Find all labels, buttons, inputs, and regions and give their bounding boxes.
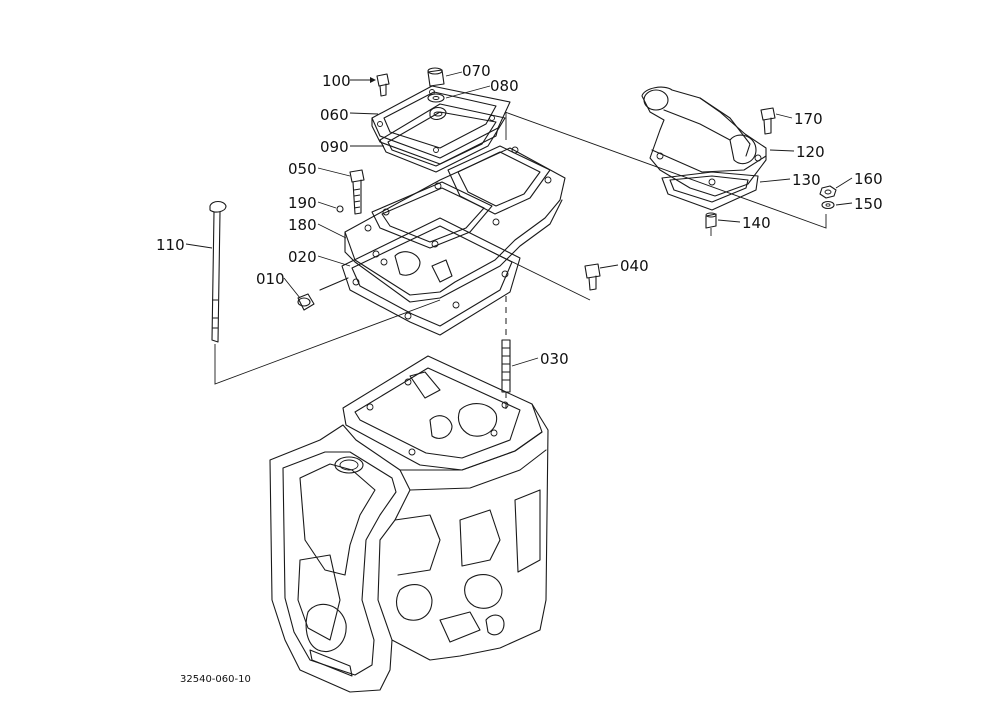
- label-150: 150: [854, 195, 883, 213]
- nut-160[interactable]: [819, 185, 837, 199]
- gasket-020[interactable]: [341, 217, 521, 336]
- plug-010[interactable]: [297, 293, 315, 311]
- assembly-lines: [214, 111, 827, 412]
- gasket-130[interactable]: [661, 171, 759, 211]
- label-090: 090: [320, 138, 349, 156]
- cover-060[interactable]: [371, 85, 511, 165]
- breather-plug-070[interactable]: [427, 67, 447, 121]
- label-040: 040: [620, 257, 649, 275]
- transmission-case[interactable]: [269, 355, 549, 693]
- stud-030[interactable]: [501, 339, 511, 393]
- washer-150[interactable]: [821, 200, 835, 210]
- bolt-050[interactable]: [349, 169, 365, 215]
- bolt-170[interactable]: [760, 107, 776, 135]
- label-030: 030: [540, 350, 569, 368]
- gasket-090[interactable]: [379, 103, 506, 173]
- label-070: 070: [462, 62, 491, 80]
- callouts: 100 070 080 060 090 050 190 180 110 020 …: [156, 62, 883, 368]
- label-120: 120: [796, 143, 825, 161]
- pin-140[interactable]: [705, 212, 717, 229]
- label-010: 010: [256, 270, 285, 288]
- label-110: 110: [156, 236, 185, 254]
- label-140: 140: [742, 214, 771, 232]
- label-100: 100: [322, 72, 351, 90]
- drawing-code: 32540-060-10: [180, 674, 251, 685]
- leader-lines: [185, 71, 853, 367]
- bolt-100[interactable]: [376, 73, 390, 97]
- label-160: 160: [854, 170, 883, 188]
- label-190: 190: [288, 194, 317, 212]
- label-020: 020: [288, 248, 317, 266]
- washer-080[interactable]: [427, 93, 445, 103]
- label-170: 170: [794, 110, 823, 128]
- label-130: 130: [792, 171, 821, 189]
- bolt-040[interactable]: [584, 263, 601, 291]
- label-060: 060: [320, 106, 349, 124]
- ball-190[interactable]: [336, 205, 344, 213]
- label-180: 180: [288, 216, 317, 234]
- transmission-cover-180[interactable]: [319, 145, 566, 303]
- label-050: 050: [288, 160, 317, 178]
- label-080: 080: [490, 77, 519, 95]
- housing-120[interactable]: [641, 86, 767, 197]
- dipstick-110[interactable]: [209, 200, 227, 343]
